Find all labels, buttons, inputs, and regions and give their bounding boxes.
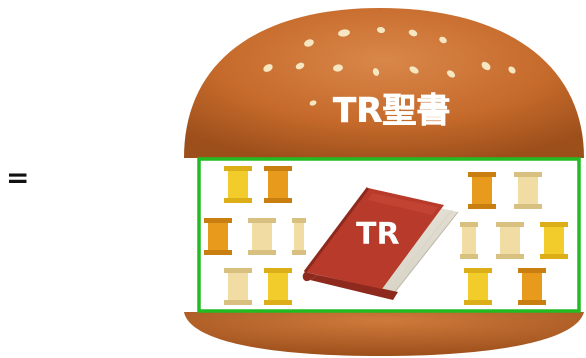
scroll-icon (460, 222, 478, 259)
scrolls-right (460, 172, 568, 305)
scroll-icon (518, 268, 546, 305)
bun-bottom (184, 312, 584, 356)
book-icon: TR (302, 187, 459, 300)
equals-sign: = (6, 161, 30, 194)
scroll-icon (292, 218, 306, 255)
scroll-icon (514, 172, 542, 209)
scroll-icon (264, 166, 292, 203)
scroll-icon (248, 218, 276, 255)
bun-top: TR聖書 (184, 8, 584, 158)
scroll-icon (204, 218, 232, 255)
scroll-icon (496, 222, 524, 259)
scroll-icon (264, 268, 292, 305)
filling-frame (197, 157, 581, 313)
scroll-icon (464, 268, 492, 305)
sesame-seeds (263, 26, 516, 106)
scrolls-left (204, 166, 306, 305)
bun-title-text: TR聖書 (333, 91, 450, 131)
scroll-icon (224, 268, 252, 305)
scroll-icon (468, 172, 496, 209)
scroll-icon (224, 166, 252, 203)
book-label: TR (356, 217, 400, 252)
scroll-icon (540, 222, 568, 259)
